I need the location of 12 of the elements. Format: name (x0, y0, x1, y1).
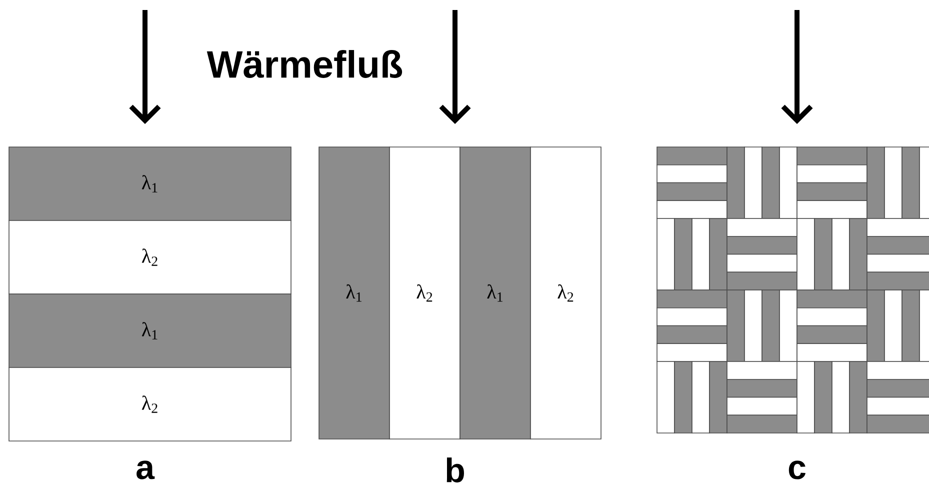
material-layer: λ$_{1}$ (8, 294, 292, 368)
panel-label: b (446, 458, 464, 482)
material-layer: λ$_{1}$ (318, 146, 390, 440)
panel-label: a (136, 460, 155, 480)
title: Wärmefluß (206, 50, 402, 78)
material-layer: λ$_{1}$ (8, 146, 292, 221)
material-layer: λ$_{2}$ (8, 220, 292, 294)
panel-label: c (788, 460, 806, 480)
material-layer: λ$_{2}$ (530, 146, 602, 440)
material-layer: λ$_{2}$ (8, 367, 292, 442)
material-layer: λ$_{2}$ (389, 146, 460, 440)
material-layer: λ$_{1}$ (460, 146, 531, 440)
